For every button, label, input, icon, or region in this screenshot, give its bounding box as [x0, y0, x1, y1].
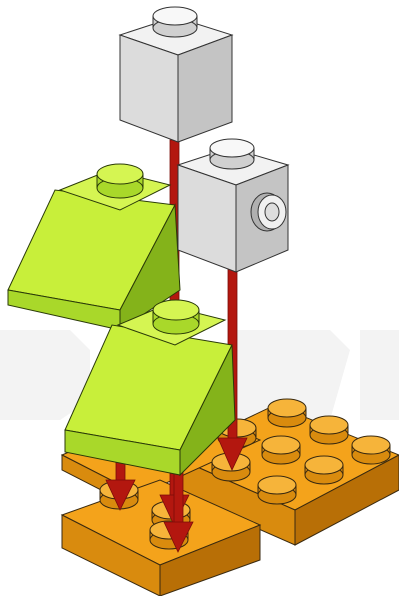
- stud: [352, 436, 390, 464]
- stud: [268, 399, 306, 427]
- stud: [258, 476, 296, 504]
- gray-brick-side-stud: [178, 139, 288, 272]
- stud: [305, 456, 343, 484]
- gray-brick-top: [120, 7, 232, 142]
- stud: [310, 416, 348, 444]
- lime-slope-upper: [8, 164, 180, 330]
- stud: [262, 436, 300, 464]
